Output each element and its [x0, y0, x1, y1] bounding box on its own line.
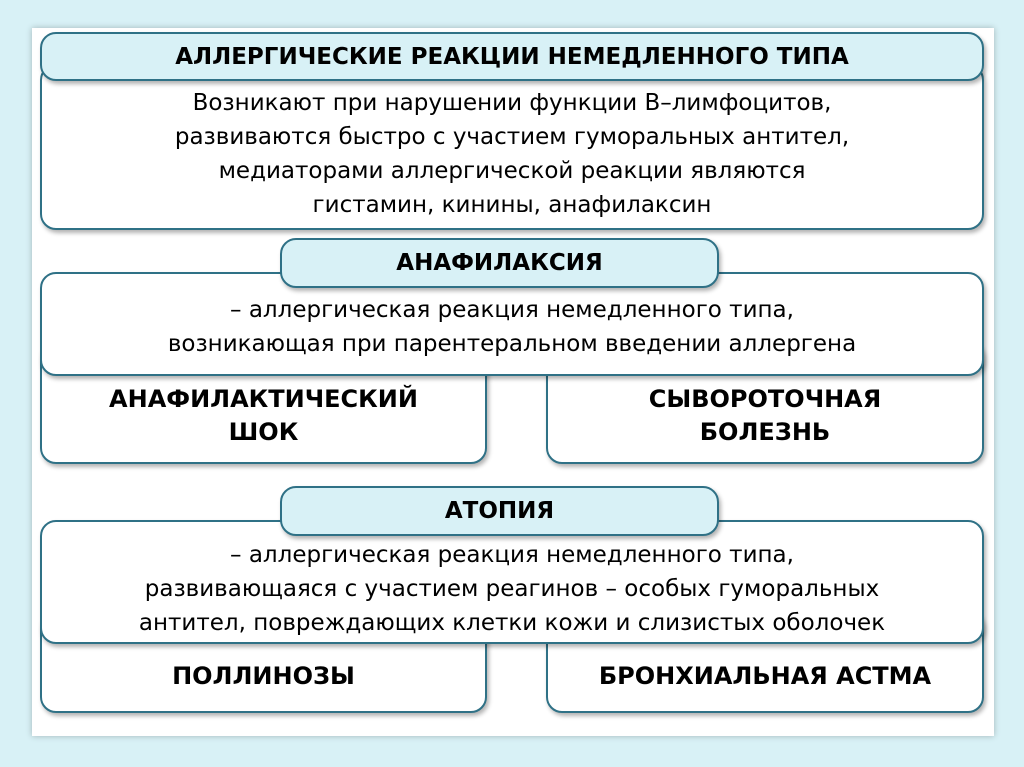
- def-line: антител, повреждающих клетки кожи и слиз…: [138, 610, 886, 636]
- atopy-label: АТОПИЯ: [444, 498, 555, 524]
- anaphylaxis-label: АНАФИЛАКСИЯ: [396, 250, 603, 276]
- shock-line1: АНАФИЛАКТИЧЕСКИЙ: [109, 385, 418, 413]
- def-line: развивающаяся с участием реагинов – особ…: [144, 576, 880, 602]
- def-line: возникающая при парентеральном введении …: [167, 331, 857, 357]
- def-line: – аллергическая реакция немедленного тип…: [230, 542, 794, 568]
- desc-line: Возникают при нарушении функции В–лимфоц…: [192, 90, 832, 116]
- atopy-label-box: АТОПИЯ: [280, 486, 719, 536]
- anaphylaxis-label-box: АНАФИЛАКСИЯ: [280, 238, 719, 288]
- anaphylaxis-definition-box: – аллергическая реакция немедленного тип…: [40, 272, 984, 376]
- atopy-definition-box: – аллергическая реакция немедленного тип…: [40, 520, 984, 644]
- title-box: АЛЛЕРГИЧЕСКИЕ РЕАКЦИИ НЕМЕДЛЕННОГО ТИПА: [40, 32, 984, 81]
- title: АЛЛЕРГИЧЕСКИЕ РЕАКЦИИ НЕМЕДЛЕННОГО ТИПА: [175, 43, 849, 70]
- serum-line1: СЫВОРОТОЧНАЯ: [648, 385, 882, 413]
- pollinosis-label: ПОЛЛИНОЗЫ: [172, 661, 355, 690]
- asthma-label: БРОНХИАЛЬНАЯ АСТМА: [598, 661, 932, 690]
- shock-line2: ШОК: [228, 418, 299, 446]
- def-line: – аллергическая реакция немедленного тип…: [230, 297, 794, 323]
- serum-line2: БОЛЕЗНЬ: [699, 418, 831, 446]
- description-box: Возникают при нарушении функции В–лимфоц…: [40, 64, 984, 230]
- desc-line: медиаторами аллергической реакции являют…: [218, 158, 806, 184]
- desc-line: развиваются быстро с участием гуморальны…: [174, 124, 850, 150]
- desc-line: гистамин, кинины, анафилаксин: [312, 192, 712, 218]
